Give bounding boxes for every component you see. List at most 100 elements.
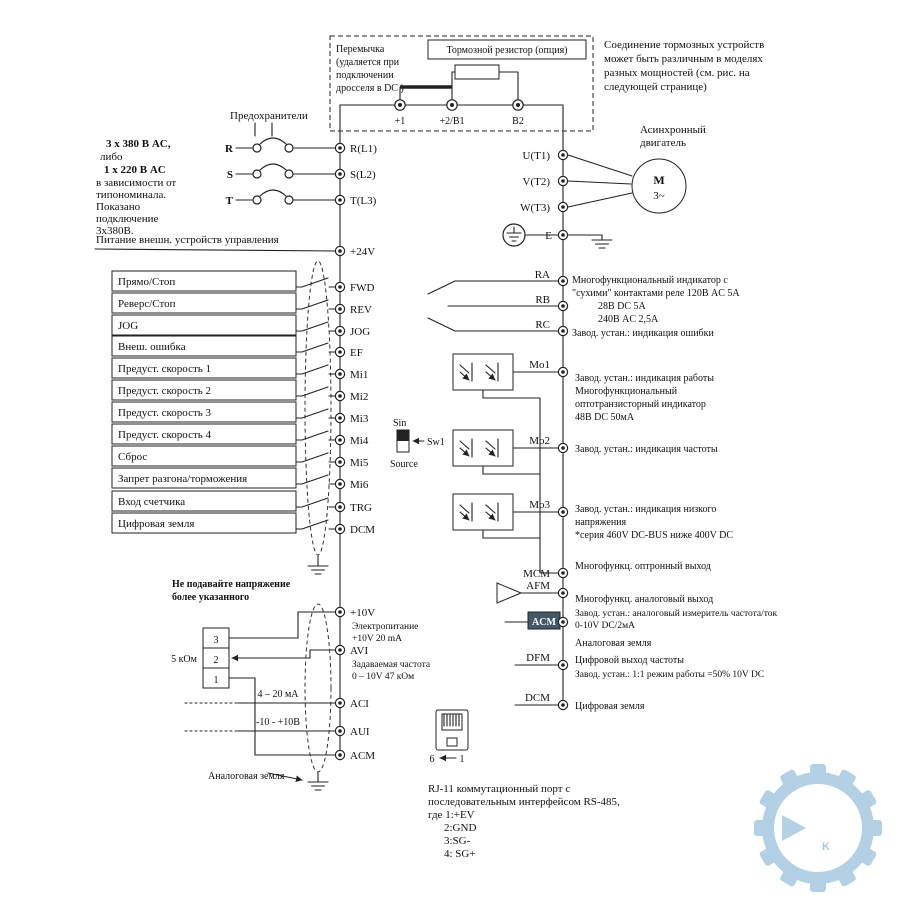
motor-name-line: двигатель: [640, 137, 686, 149]
rj11-latch: [446, 737, 458, 747]
fuses-leader-lines: [254, 122, 273, 137]
terminal-dfm-dot: [561, 663, 565, 667]
opto-arrows: [459, 364, 469, 380]
opto-coupler-box-mo1: [452, 353, 514, 391]
motor-lead-wires: [567, 154, 633, 208]
motor-name-line: Асинхронный: [640, 124, 706, 136]
terminal-mi2-dot: [338, 394, 342, 398]
input-switch-wire: [295, 430, 336, 441]
terminal-fwd-dot: [338, 285, 342, 289]
pot-pin1-wire: [228, 677, 336, 756]
terminal-plus2b1-dot: [450, 103, 454, 107]
aci-range-label: 4 – 20 мА: [257, 689, 299, 700]
terminal-mi6-label: Mi6: [350, 479, 369, 491]
terminal-afm-label: AFM: [526, 580, 550, 592]
rj11-pin-end-label: 1: [460, 754, 465, 765]
input-label-box: [111, 270, 297, 292]
power-note-line: 3х380В.: [96, 225, 134, 237]
phase-r-label: R: [225, 143, 234, 155]
sw1-name-label: Sw1: [427, 437, 445, 448]
terminal-10v-label: +10V: [350, 607, 375, 619]
analog-warning-line: Не подавайте напряжение: [172, 579, 291, 590]
terminal-plus2b1-label: +2/B1: [439, 116, 464, 127]
terminal-acm-right-dot: [561, 620, 565, 624]
afm-amplifier-symbol: [496, 582, 523, 604]
terminal-acm-left-dot: [338, 753, 342, 757]
pot-pin-label: 2: [214, 655, 219, 666]
input-label: Вход счетчика: [118, 496, 185, 508]
input-switch-wire: [295, 474, 336, 485]
acm-ground-note: Аналоговая земля: [575, 638, 652, 649]
jumper-note-line: подключении: [336, 70, 394, 81]
sw1-top-label: Sin: [393, 418, 406, 429]
terminal-mi5-dot: [338, 460, 342, 464]
rj11-note-line: 4: SG+: [444, 848, 476, 860]
aui-range-label: -10 - +10В: [256, 717, 300, 728]
brake-note-line: разных мощностей (см. рис. на: [604, 67, 750, 79]
terminal-rb-label: RB: [535, 294, 550, 306]
relay-note-line: "сухими" контактами реле 120В AC 5A: [572, 288, 740, 299]
input-switch-wire: [295, 299, 336, 310]
terminal-rev-label: REV: [350, 304, 372, 316]
relay-note-line: 28В DC 5A: [598, 301, 647, 312]
control-power-label: Питание внешн. устройств управления: [96, 234, 279, 246]
mcm-note: Многофункц. оптронный выход: [575, 561, 711, 572]
analog-ground-label: Аналоговая земля: [208, 771, 285, 782]
input-label: Цифровая земля: [118, 518, 194, 530]
terminal-afm-dot: [561, 591, 565, 595]
mcm-common-wire: [482, 389, 559, 574]
terminal-mi2-label: Mi2: [350, 391, 368, 403]
terminal-aui-dot: [338, 729, 342, 733]
input-switch-wire: [295, 321, 336, 332]
mo1-note-line: Многофункциональный: [575, 386, 678, 397]
mo2-note: Завод. устан.: индикация частоты: [575, 444, 718, 455]
input-label: Прямо/Стоп: [118, 276, 175, 288]
fuse-contact: [252, 169, 262, 179]
terminal-fwd-label: FWD: [350, 282, 375, 294]
opto-arrows: [485, 504, 495, 520]
terminal-mcm-dot: [561, 571, 565, 575]
jumper-note-line: дросселя в DC ): [336, 83, 404, 94]
power-note-line: либо: [100, 151, 123, 163]
input-switch-wire: [295, 408, 336, 419]
gear-ring: [762, 772, 874, 884]
fuses-label: Предохранители: [230, 110, 308, 122]
mo3-note-line: Завод. устан.: индикация низкого: [575, 504, 716, 515]
jumper-note-line: (удаляется при: [336, 57, 400, 68]
opto-coupler-box-mo2: [452, 429, 514, 467]
input-label-box: [111, 401, 297, 423]
rj11-pin-start-label: 6: [430, 754, 435, 765]
terminal-avi-desc: Задаваемая частота: [352, 660, 431, 670]
terminal-dfm-label: DFM: [526, 652, 550, 664]
terminal-jog-label: JOG: [350, 326, 370, 338]
brake-note-line: может быть различным в моделях: [604, 53, 763, 65]
terminal-ut1-dot: [561, 153, 565, 157]
terminal-ef-dot: [338, 350, 342, 354]
terminal-aci-dot: [338, 701, 342, 705]
opto-coupler-box-mo3: [452, 493, 514, 531]
potentiometer-body: [202, 627, 230, 689]
motor-phase: 3~: [653, 190, 665, 202]
e-right-ground-symbol: [567, 234, 613, 249]
rj11-note-line: где 1:+EV: [428, 809, 475, 821]
afm-note: Многофункц. аналоговый выход: [575, 594, 713, 605]
terminal-ef-label: EF: [350, 347, 363, 359]
terminal-rc-label: RC: [535, 319, 550, 331]
terminal-sl2-dot: [338, 172, 342, 176]
relay-contact-symbol: [427, 280, 559, 332]
relay-note-line: Завод. устан.: индикация ошибки: [572, 328, 714, 339]
brake-note-line: следующей странице): [604, 81, 707, 93]
terminal-mo1-dot: [561, 370, 565, 374]
rj11-note-line: последовательным интерфейсом RS-485,: [428, 796, 620, 808]
terminal-ra-dot: [561, 279, 565, 283]
terminal-rb-dot: [561, 304, 565, 308]
phase-s-label: S: [227, 169, 233, 181]
terminal-b2-dot: [516, 103, 520, 107]
terminal-mcm-label: MCM: [523, 568, 550, 580]
potentiometer-dividers: [202, 647, 230, 669]
input-switch-wire: [295, 364, 336, 375]
terminal-mi6-dot: [338, 482, 342, 486]
power-note-line: 1 x 220 В AC: [104, 164, 166, 176]
input-label-box: [111, 292, 297, 314]
